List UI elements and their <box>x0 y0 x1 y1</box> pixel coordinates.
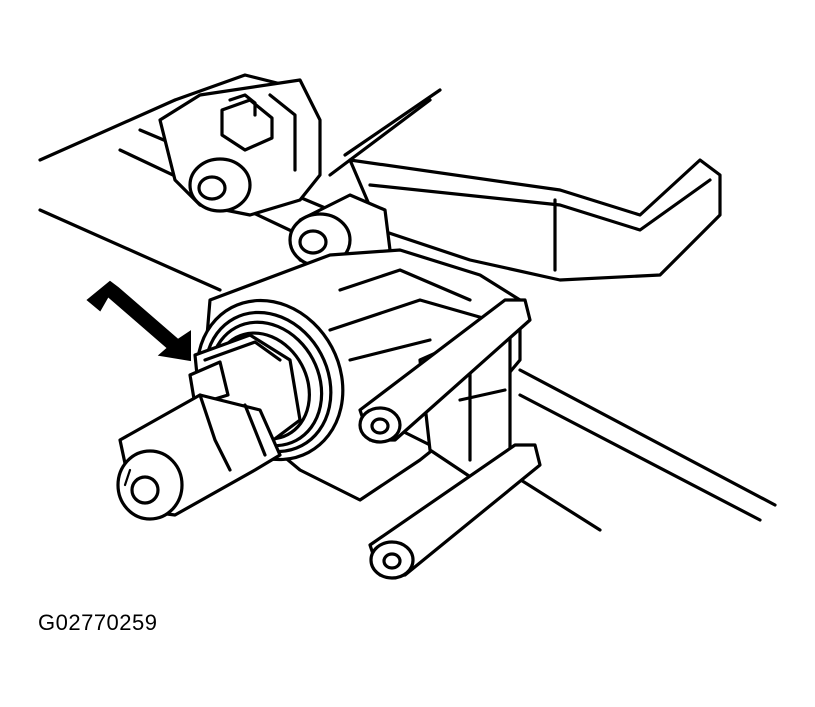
top-stud <box>220 93 274 152</box>
sensor-tip <box>116 393 282 521</box>
arrow-icon <box>86 280 191 362</box>
crossbar-upper <box>358 298 532 444</box>
upper-bracket <box>158 78 722 282</box>
bolt-left <box>188 157 252 213</box>
figure-id-label: G02770259 <box>38 610 158 635</box>
crossbar-lower <box>368 443 542 580</box>
